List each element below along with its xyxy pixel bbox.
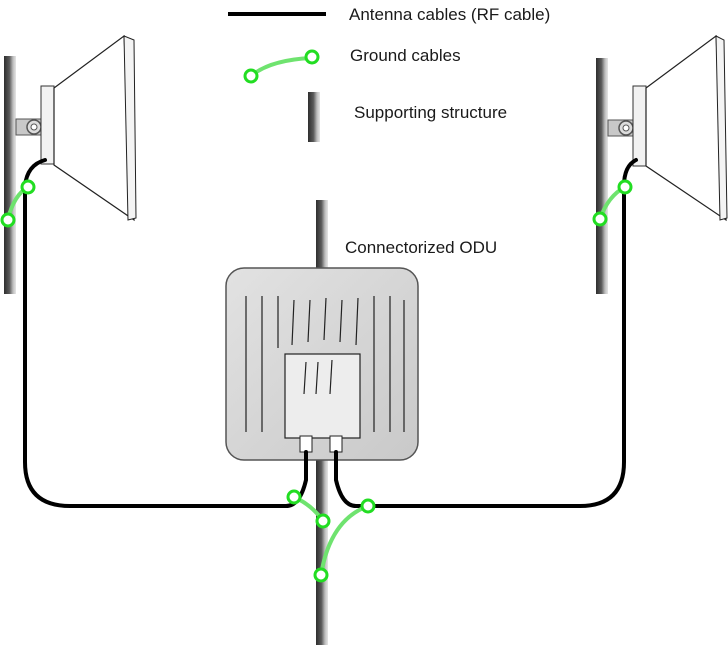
right-pole [596,58,608,294]
connectorized-odu [226,268,418,460]
left-pole [4,56,16,294]
legend-ground-cable-label: Ground cables [350,46,461,66]
legend-support-label: Supporting structure [354,103,507,123]
legend-support-swatch [308,92,320,142]
legend-ground-cable-swatch [245,51,318,82]
legend-rf-cable-label: Antenna cables (RF cable) [349,5,550,25]
odu-label: Connectorized ODU [345,238,497,258]
left-dish-antenna [16,36,136,220]
